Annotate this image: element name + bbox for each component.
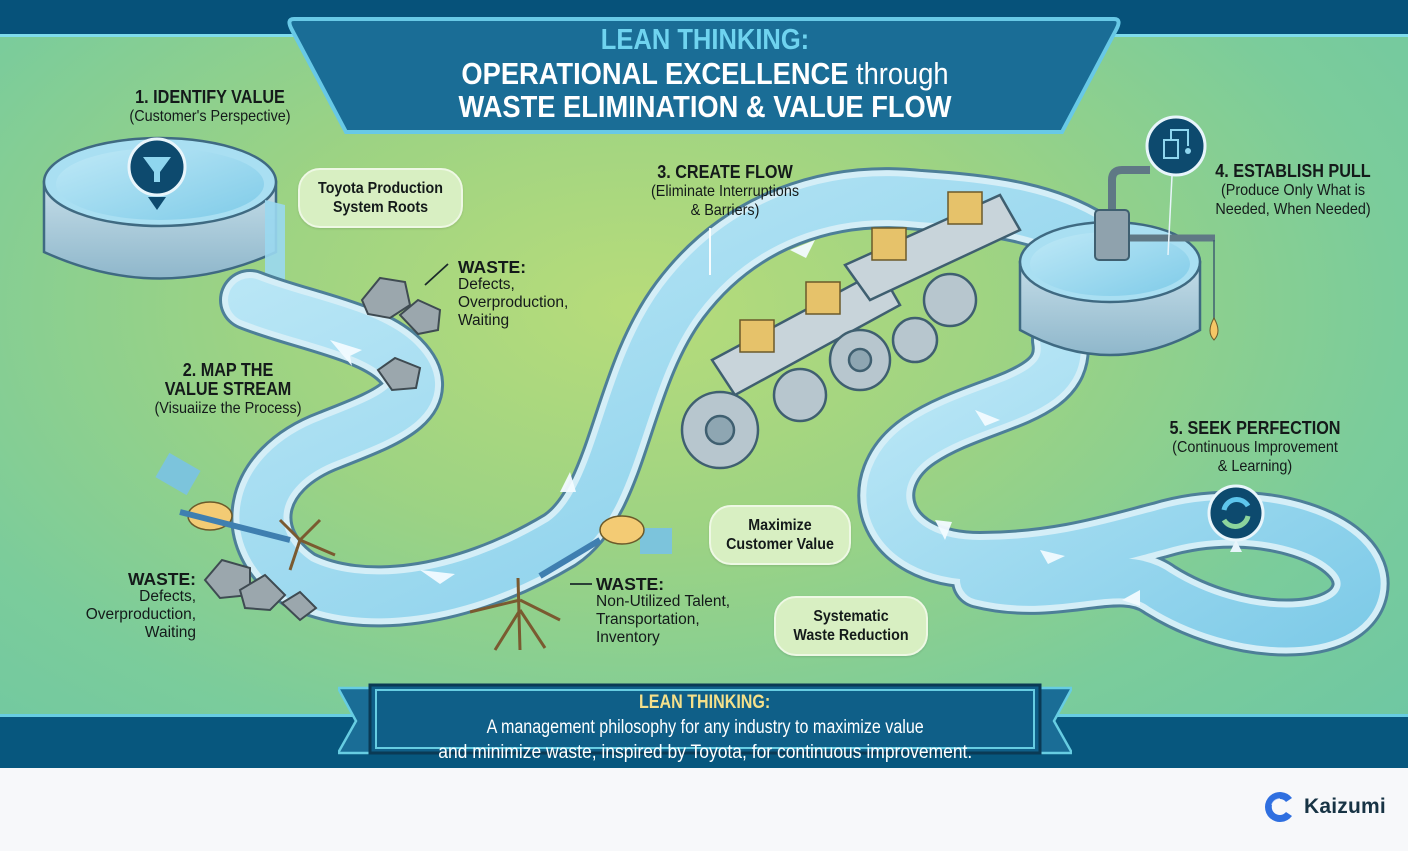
brand-logo: Kaizumi xyxy=(1262,789,1386,825)
roots-waste xyxy=(278,518,561,651)
value-stream-illustration xyxy=(42,115,1390,657)
step-2-label: 2. MAP THE VALUE STREAM (Visuaiize the P… xyxy=(154,360,302,418)
hands-wrenches xyxy=(155,452,672,579)
flow-arrows xyxy=(330,232,1140,606)
waste-callout-top: WASTE: Defects, Overproduction, Waiting xyxy=(458,257,569,329)
cycle-icon xyxy=(1207,484,1265,552)
boxes xyxy=(739,191,983,353)
title-line3: WASTE ELIMINATION & VALUE FLOW xyxy=(458,89,952,124)
kaizumi-logo-icon xyxy=(1265,792,1292,822)
brand-name: Kaizumi xyxy=(1304,795,1386,818)
page-title: LEAN THINKING: OPERATIONAL EXCELLENCE th… xyxy=(300,24,1110,123)
bubble-waste-reduction: Systematic Waste Reduction xyxy=(774,596,928,656)
water-channel xyxy=(219,167,1390,657)
footer-definition: LEAN THINKING: A management philosophy f… xyxy=(437,692,973,763)
bubble-maximize-value: Maximize Customer Value xyxy=(709,505,851,565)
tap-pull-icon xyxy=(1145,115,1207,256)
waste-callout-bottom: WASTE: Non-Utilized Talent, Transportati… xyxy=(596,574,731,646)
bubble-toyota-roots: Toyota Production System Roots xyxy=(298,168,463,228)
title-kicker: LEAN THINKING: xyxy=(600,24,810,56)
step-1-label: 1. IDENTIFY VALUE (Customer's Perspectiv… xyxy=(129,87,291,126)
step-5-label: 5. SEEK PERFECTION (Continuous Improveme… xyxy=(1169,418,1341,476)
step-4-label: 4. ESTABLISH PULL (Produce Only What is … xyxy=(1215,161,1371,219)
title-banner xyxy=(287,17,1121,134)
footer-keyword: LEAN THINKING: xyxy=(639,692,771,713)
title-bold: OPERATIONAL EXCELLENCE xyxy=(461,56,849,91)
reservoir-establish-pull xyxy=(1018,166,1219,357)
step-3-label: 3. CREATE FLOW (Eliminate Interruptions … xyxy=(650,162,800,220)
footer-ribbon xyxy=(338,683,1072,755)
title-thin: through xyxy=(848,56,949,91)
rocks xyxy=(203,276,442,622)
funnel-icon xyxy=(127,137,187,210)
waste-callout-left: WASTE: Defects, Overproduction, Waiting xyxy=(85,569,196,641)
infographic-canvas: LEAN THINKING: OPERATIONAL EXCELLENCE th… xyxy=(0,0,1408,768)
